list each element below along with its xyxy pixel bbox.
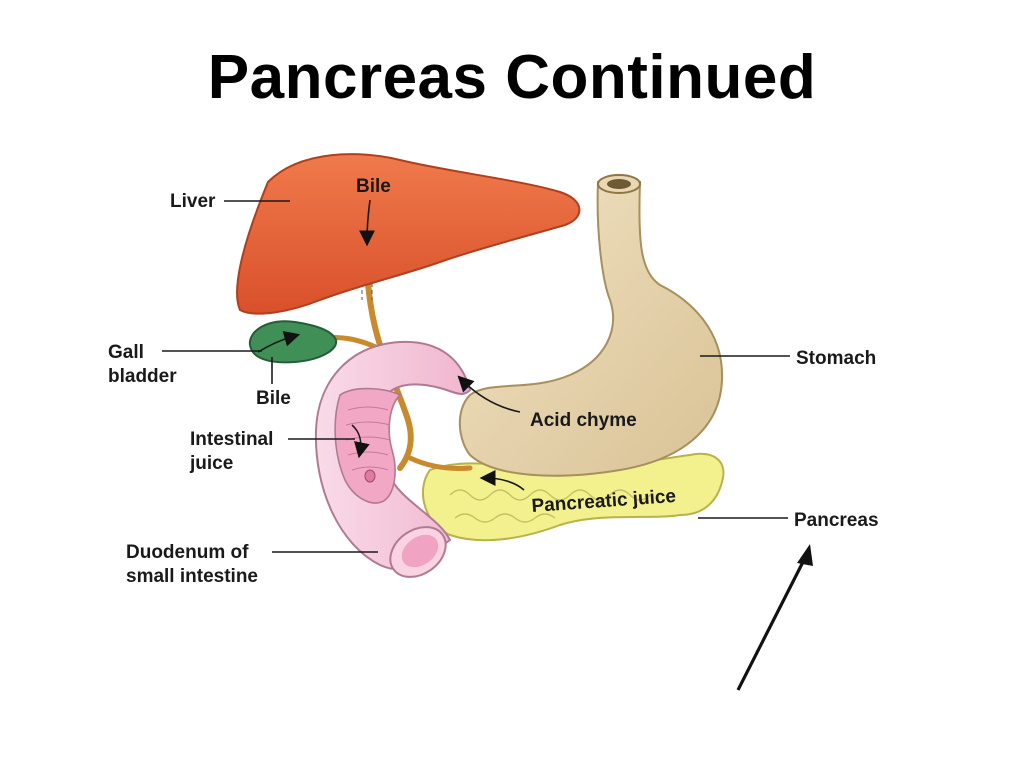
label-bile-top: Bile xyxy=(356,176,391,197)
label-intestinal-juice-line1: Intestinal xyxy=(190,429,273,450)
gall-bladder-organ xyxy=(248,320,338,364)
label-duodenum-line1: Duodenum of xyxy=(126,542,249,563)
stomach-organ xyxy=(458,174,724,477)
bile-flow-arrow-top xyxy=(359,199,376,247)
intestinal-juice-arrow xyxy=(351,424,370,459)
label-gall-bladder-line1: Gall xyxy=(108,342,144,363)
label-pancreas: Pancreas xyxy=(794,510,879,531)
label-gall-bladder-line2: bladder xyxy=(108,366,177,387)
pointer-arrow xyxy=(736,544,813,691)
label-duodenum-line2: small intestine xyxy=(126,566,258,587)
label-bile-bottom: Bile xyxy=(256,388,291,409)
label-intestinal-juice-line2: juice xyxy=(189,453,233,474)
slide-title: Pancreas Continued xyxy=(207,43,817,112)
liver-organ xyxy=(236,153,581,315)
pancreatic-juice-arrow xyxy=(479,470,525,491)
label-liver: Liver xyxy=(170,191,216,212)
label-stomach: Stomach xyxy=(796,348,876,369)
label-acid-chyme: Acid chyme xyxy=(530,410,637,431)
acid-chyme-arrow xyxy=(457,375,521,413)
leader-lines xyxy=(162,200,790,553)
